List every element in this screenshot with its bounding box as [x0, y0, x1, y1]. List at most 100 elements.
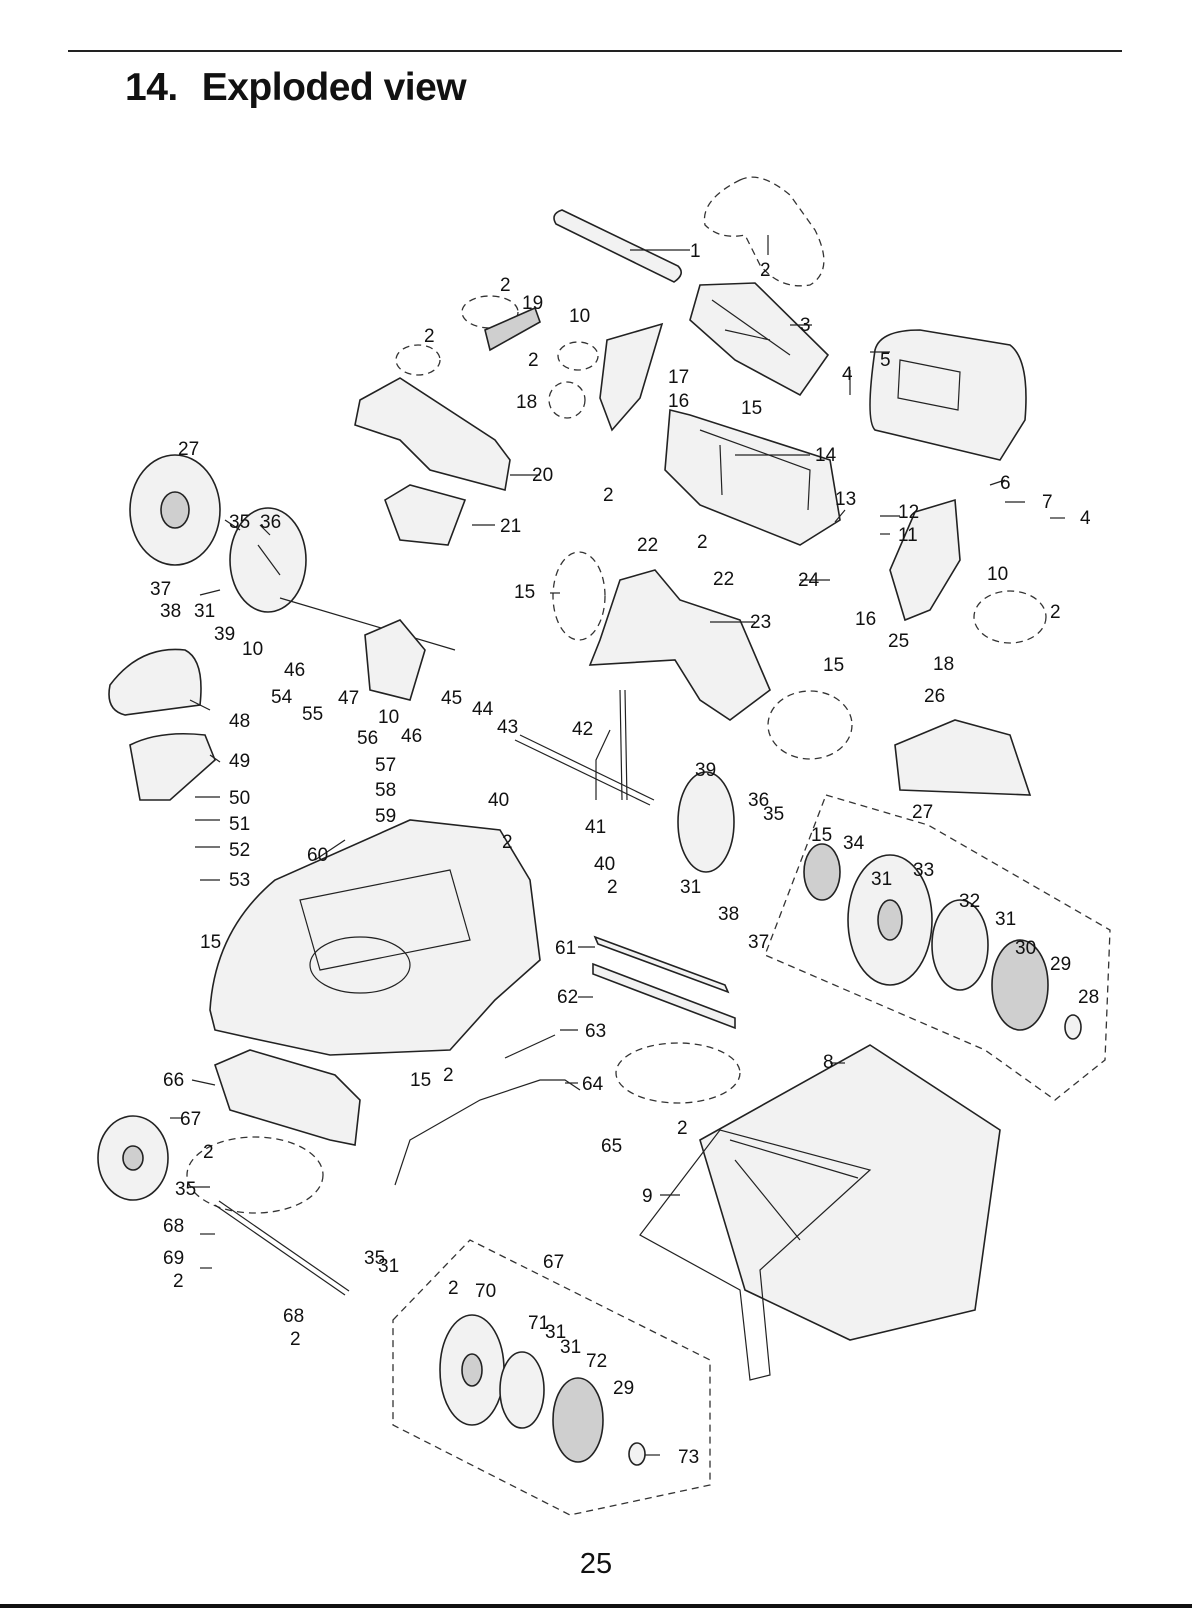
callout-label: 15 [811, 825, 832, 846]
callout-label: 46 [284, 660, 305, 681]
callout-label: 33 [913, 860, 934, 881]
callout-label: 47 [338, 688, 359, 709]
callout-label: 45 [441, 688, 462, 709]
callout-label: 61 [555, 938, 576, 959]
callout-labels: 1 2 2 2 2 2 2 2 2 2 2 2 2 2 2 2 3 4 4 5 … [150, 241, 1099, 1468]
callout-label: 10 [987, 564, 1008, 585]
callout-label: 18 [933, 654, 954, 675]
callout-label: 53 [229, 870, 250, 891]
part-cover-26 [894, 719, 1032, 796]
callout-label: 32 [959, 891, 980, 912]
page-title: 14.Exploded view [125, 66, 467, 110]
callout-label: 62 [557, 987, 578, 1008]
callout-label: 57 [375, 755, 396, 776]
callout-label: 15 [200, 932, 221, 953]
callout-label: 29 [613, 1378, 634, 1399]
part-strip-62 [592, 962, 736, 1030]
callout-label: 35 [763, 804, 784, 825]
callout-label: 2 [448, 1278, 459, 1299]
callout-label: 56 [357, 728, 378, 749]
callout-label: 52 [229, 840, 250, 861]
callout-label: 65 [601, 1136, 622, 1157]
callout-label: 11 [898, 525, 918, 546]
callout-label: 40 [488, 790, 509, 811]
part-console-3 [689, 282, 830, 397]
part-rear-wheel-left-27 [129, 454, 221, 566]
part-bag-frame-9 [639, 1129, 872, 1381]
callout-label: 2 [443, 1065, 454, 1086]
callout-label: 2 [500, 275, 511, 296]
callout-label: 26 [924, 686, 945, 707]
part-deck-60 [209, 819, 541, 1056]
callout-label: 38 [718, 904, 739, 925]
callout-label: 15 [741, 398, 762, 419]
callout-label: 22 [637, 535, 658, 556]
callout-label: 15 [823, 655, 844, 676]
callout-label: 41 [585, 817, 606, 838]
callout-label: 34 [843, 833, 865, 854]
callout-label: 35 [175, 1179, 196, 1200]
part-disc-39-left [229, 507, 307, 613]
callout-label: 4 [1080, 508, 1091, 529]
callout-label: 24 [798, 570, 820, 591]
part-front-wheel-right-70 [439, 1314, 505, 1426]
part-ring-28 [1064, 1014, 1082, 1040]
callout-label: 31 [378, 1256, 399, 1277]
callout-label: 2 [697, 532, 708, 553]
part-basket-21 [384, 484, 467, 546]
callout-label: 63 [585, 1021, 606, 1042]
callout-label: 15 [410, 1070, 431, 1091]
callout-label: 67 [543, 1252, 564, 1273]
callout-label: 2 [607, 877, 618, 898]
part-rod-42 [619, 689, 628, 801]
callout-label: 31 [560, 1337, 581, 1358]
callout-label: 18 [516, 392, 537, 413]
callout-label: 35 [364, 1248, 385, 1269]
callout-label: 67 [180, 1109, 201, 1130]
part-cover-5 [869, 329, 1027, 461]
callout-label: 15 [514, 582, 535, 603]
part-lever-64 [394, 1079, 581, 1186]
part-front-axle-68 [214, 1200, 350, 1296]
callout-label: 1 [690, 241, 701, 262]
callout-label: 37 [748, 932, 769, 953]
callout-label: 31 [194, 601, 215, 622]
part-spring-63 [504, 1034, 556, 1059]
callout-label: 37 [150, 579, 171, 600]
callout-label: 72 [586, 1351, 607, 1372]
callout-label: 31 [545, 1322, 566, 1343]
part-axle-41 [514, 734, 655, 806]
section-number: 14. [125, 66, 178, 109]
callout-label: 25 [888, 631, 909, 652]
part-cover-49 [129, 732, 216, 801]
callout-label: 43 [497, 717, 518, 738]
callout-label: 12 [898, 502, 919, 523]
callout-label: 6 [1000, 473, 1011, 494]
callout-label: 31 [680, 877, 701, 898]
leader-lines [170, 235, 1065, 1456]
part-shaft-46 [279, 597, 456, 651]
callout-label: 21 [500, 516, 521, 537]
part-rear-wheel-right-33 [847, 854, 933, 986]
part-strip-61 [593, 935, 730, 994]
callout-label: 39 [695, 760, 716, 781]
callout-label: 2 [290, 1329, 301, 1350]
callout-label: 60 [307, 845, 328, 866]
callout-label: 5 [880, 350, 891, 371]
callout-label: 29 [1050, 954, 1071, 975]
part-grass-bag-8 [699, 1044, 1001, 1341]
part-gear-34 [803, 843, 841, 901]
callout-label: 73 [678, 1447, 699, 1468]
callout-label: 59 [375, 806, 396, 827]
part-disc-32 [931, 899, 989, 991]
callout-label: 55 [302, 704, 323, 725]
part-rear-flap-66 [214, 1049, 361, 1146]
callout-label: 2 [203, 1142, 214, 1163]
callout-label: 2 [424, 326, 435, 347]
callout-label: 10 [378, 707, 399, 728]
callout-label: 28 [1078, 987, 1099, 1008]
part-housing-14 [664, 408, 841, 546]
callout-label: 70 [475, 1281, 496, 1302]
part-hubcap-30 [991, 939, 1049, 1031]
